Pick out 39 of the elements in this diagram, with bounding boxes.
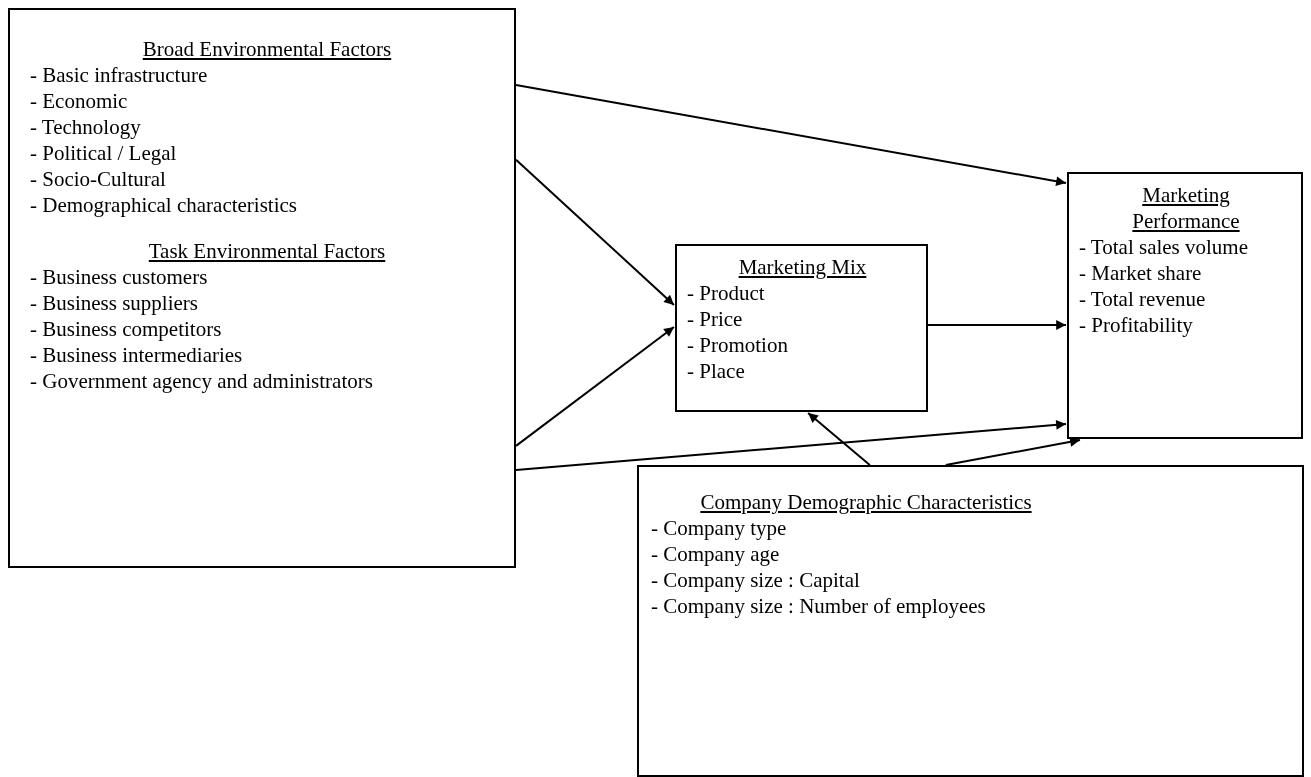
list-item: - Price — [687, 306, 744, 332]
text-box — [8, 8, 516, 568]
list-item: - Company size : Number of employees — [651, 593, 987, 619]
arrow — [515, 420, 1067, 471]
list-item: - Economic — [30, 88, 129, 114]
arrow — [927, 320, 1067, 330]
list-item: - Business suppliers — [30, 290, 199, 316]
section-heading: Marketing Performance — [1131, 182, 1241, 234]
section-heading: Broad Environmental Factors — [141, 36, 393, 62]
text-box — [637, 465, 1304, 777]
list-item: - Political / Legal — [30, 140, 178, 166]
list-item: - Business customers — [30, 264, 209, 290]
list-item: - Basic infrastructure — [30, 62, 209, 88]
list-item: - Total sales volume — [1079, 234, 1250, 260]
list-item: - Total revenue — [1079, 286, 1207, 312]
list-item: - Place — [687, 358, 746, 384]
list-item: - Product — [687, 280, 766, 306]
list-item: - Business competitors — [30, 316, 223, 342]
list-item: - Business intermediaries — [30, 342, 244, 368]
text-box — [1067, 172, 1303, 439]
section-heading: Company Demographic Characteristics — [699, 489, 1033, 515]
list-item: - Demographical characteristics — [30, 192, 299, 218]
list-item: - Company age — [651, 541, 781, 567]
list-item: - Government agency and administrators — [30, 368, 374, 394]
arrow — [515, 158, 675, 306]
text-box — [675, 244, 928, 412]
section-heading: Task Environmental Factors — [147, 238, 387, 264]
list-item: - Technology — [30, 114, 142, 140]
arrow — [515, 326, 675, 447]
list-item: - Company size : Capital — [651, 567, 861, 593]
list-item: - Company type — [651, 515, 788, 541]
section-heading: Marketing Mix — [737, 254, 868, 280]
list-item: - Market share — [1079, 260, 1203, 286]
arrow — [944, 437, 1081, 466]
list-item: - Promotion — [687, 332, 789, 358]
list-item: - Profitability — [1079, 312, 1194, 338]
arrow — [807, 412, 871, 466]
arrow — [515, 84, 1067, 187]
list-item: - Socio-Cultural — [30, 166, 167, 192]
